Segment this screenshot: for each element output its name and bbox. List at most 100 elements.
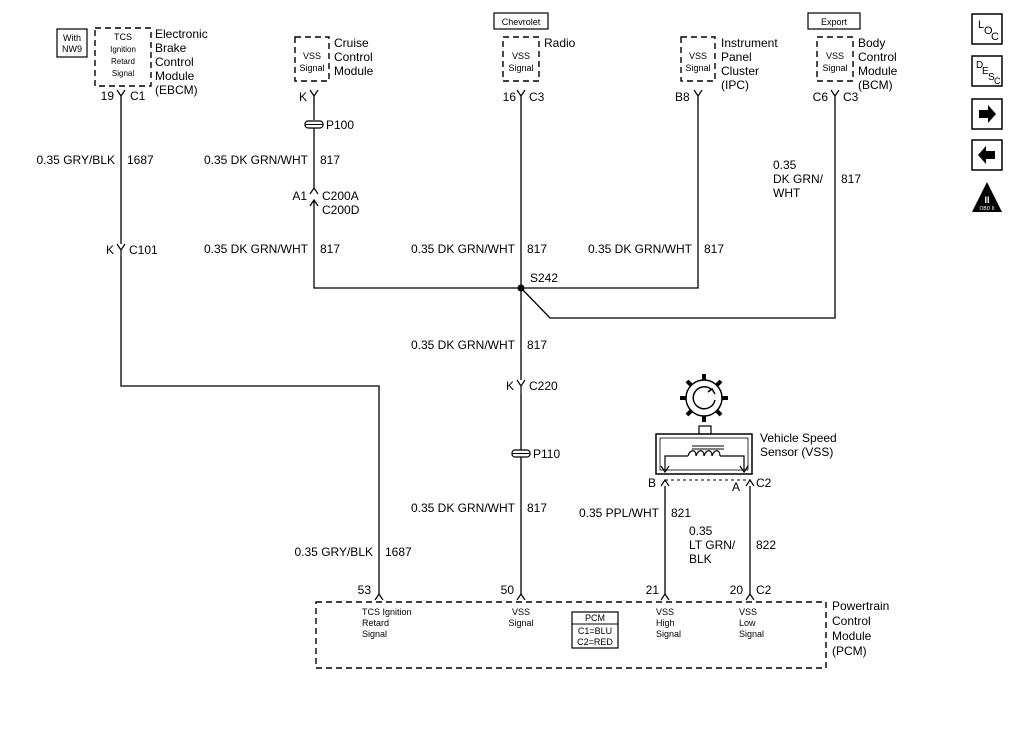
arrow-right-icon bbox=[979, 105, 996, 123]
wire-bcm-817 bbox=[520, 96, 836, 319]
ebcm-box-label-2: Ignition bbox=[110, 45, 136, 54]
nav-description-letter-1: D bbox=[976, 60, 983, 71]
pcm-pin-21: 21 bbox=[646, 583, 660, 597]
nav-location-button[interactable]: L O C bbox=[971, 13, 1003, 45]
pcm-legend-line-2: C2=RED bbox=[577, 637, 613, 647]
ipc-name-1: Instrument bbox=[721, 36, 778, 50]
pcm-pin-20: 20 bbox=[730, 583, 744, 597]
bcm-box-label-1: VSS bbox=[826, 51, 844, 61]
wire-ipc-label: 0.35 DK GRN/WHT bbox=[588, 242, 693, 256]
cruise-signal-box bbox=[294, 36, 330, 82]
pcm-box bbox=[315, 601, 827, 669]
pcm-name-4: (PCM) bbox=[832, 644, 867, 658]
wire-radio-label: 0.35 DK GRN/WHT bbox=[411, 242, 516, 256]
pcm-legend-line-1: C1=BLU bbox=[578, 626, 612, 636]
wire-vss-low-label-2: LT GRN/ bbox=[689, 538, 736, 552]
radio-pin-terminal bbox=[516, 89, 526, 98]
wire-vss-low-label-1: 0.35 bbox=[689, 524, 713, 538]
cruise-box-label-2: Signal bbox=[299, 63, 324, 73]
wire-ipc-817 bbox=[521, 96, 699, 289]
bcm-name-3: Module bbox=[858, 64, 898, 78]
wire-ebcm-upper-label: 0.35 GRY/BLK bbox=[37, 153, 116, 167]
ebcm-pin: 19 bbox=[101, 89, 115, 103]
cruise-module: VSS Signal Cruise Control Module K bbox=[294, 36, 374, 104]
nav-previous-button[interactable] bbox=[971, 139, 1003, 171]
ebcm-module: With NW9 TCS Ignition Retard Signal Elec… bbox=[56, 27, 208, 103]
obd-ii-top-text: II bbox=[984, 195, 989, 205]
radio-pin: 16 bbox=[503, 90, 517, 104]
wire-trunk-upper-label: 0.35 DK GRN/WHT bbox=[411, 338, 516, 352]
pcm-pin-20-label-1: VSS bbox=[739, 607, 757, 617]
wire-cruise-817-lower bbox=[313, 200, 521, 289]
pcm-pin-50: 50 bbox=[501, 583, 515, 597]
wire-bcm-label-3: WHT bbox=[773, 186, 801, 200]
bcm-pin: C6 bbox=[813, 90, 829, 104]
obd-ii-triangle-icon bbox=[972, 182, 1002, 212]
nav-location-letter-2: O bbox=[984, 25, 993, 37]
ebcm-option-tag-line2: NW9 bbox=[62, 44, 82, 54]
connector-c220-terminal bbox=[516, 379, 526, 394]
nav-next-button[interactable] bbox=[971, 98, 1003, 130]
ebcm-signal-box bbox=[94, 27, 152, 87]
nav-obd-ii-button[interactable]: II OBD II bbox=[972, 182, 1002, 212]
radio-box-label-1: VSS bbox=[512, 51, 530, 61]
connector-p100 bbox=[304, 120, 324, 129]
ipc-name-3: Cluster bbox=[721, 64, 759, 78]
wire-cruise-lower-label: 0.35 DK GRN/WHT bbox=[204, 242, 309, 256]
connector-c200a-label: C200A bbox=[322, 189, 359, 203]
bcm-name-4: (BCM) bbox=[858, 78, 893, 92]
radio-connector: C3 bbox=[529, 90, 545, 104]
pcm-name-2: Control bbox=[832, 614, 871, 628]
pcm-pin-53-label-3: Signal bbox=[362, 629, 387, 639]
wire-ipc-circuit: 817 bbox=[704, 242, 724, 256]
pcm-pin-53: 53 bbox=[358, 583, 372, 597]
pcm-pin-20-connector: C2 bbox=[756, 583, 772, 597]
pcm-name-3: Module bbox=[832, 629, 872, 643]
connector-p110 bbox=[511, 449, 531, 458]
bcm-name-1: Body bbox=[858, 36, 885, 50]
cruise-name-3: Module bbox=[334, 64, 374, 78]
vss-arrow-b bbox=[660, 465, 670, 474]
wire-ebcm-upper-circuit: 1687 bbox=[127, 153, 154, 167]
radio-module: Chevrolet VSS Signal Radio 16 C3 bbox=[493, 12, 576, 104]
pcm-module: Powertrain Control Module (PCM) 53 TCS I… bbox=[315, 583, 889, 669]
wire-vss-low-label-3: BLK bbox=[689, 552, 712, 566]
ebcm-name-4: Module bbox=[155, 69, 195, 83]
connector-p110-label: P110 bbox=[533, 447, 560, 461]
vss-sensor-body bbox=[655, 433, 753, 475]
radio-box-label-2: Signal bbox=[508, 63, 533, 73]
vss-pin-a-terminal bbox=[745, 478, 755, 487]
wire-radio-circuit: 817 bbox=[527, 242, 547, 256]
wire-bcm-circuit: 817 bbox=[841, 172, 861, 186]
vss-pin-b-terminal bbox=[660, 478, 670, 487]
nav-description-letter-2: E bbox=[982, 66, 989, 77]
connector-c101-terminal bbox=[116, 243, 126, 256]
ebcm-option-tag-box bbox=[56, 28, 88, 58]
vss-pin-b: B bbox=[648, 476, 656, 490]
pcm-pin-20-terminal bbox=[745, 592, 755, 601]
splice-s242-label: S242 bbox=[530, 271, 558, 285]
radio-name: Radio bbox=[544, 36, 576, 50]
ebcm-box-label-3: Retard bbox=[111, 57, 135, 66]
ebcm-name-3: Control bbox=[155, 55, 194, 69]
connector-c220-pin: K bbox=[506, 379, 514, 393]
cruise-box-label-1: VSS bbox=[303, 51, 321, 61]
wire-cruise-upper-label: 0.35 DK GRN/WHT bbox=[204, 153, 309, 167]
vss-sensor-inner bbox=[659, 437, 749, 471]
pcm-pin-50-label-2: Signal bbox=[508, 618, 533, 628]
connector-c200d-label: C200D bbox=[322, 203, 360, 217]
vss-sensor-tip bbox=[698, 425, 712, 435]
bcm-module: Export VSS Signal Body Control Module (B… bbox=[807, 12, 898, 104]
bcm-name-2: Control bbox=[858, 50, 897, 64]
nav-location-letter-3: C bbox=[991, 31, 999, 43]
ebcm-pin-terminal bbox=[116, 89, 126, 98]
radio-option-tag-box bbox=[493, 12, 549, 30]
vss-pin-a: A bbox=[732, 480, 740, 494]
nav-description-letter-4: C bbox=[994, 76, 1001, 86]
pcm-pin-50-label-1: VSS bbox=[512, 607, 530, 617]
wire-vss-high-label: 0.35 PPL/WHT bbox=[579, 506, 660, 520]
nav-description-button[interactable]: D E S C bbox=[971, 55, 1003, 87]
pcm-pin-21-terminal bbox=[660, 592, 670, 601]
wire-bcm-label-2: DK GRN/ bbox=[773, 172, 824, 186]
